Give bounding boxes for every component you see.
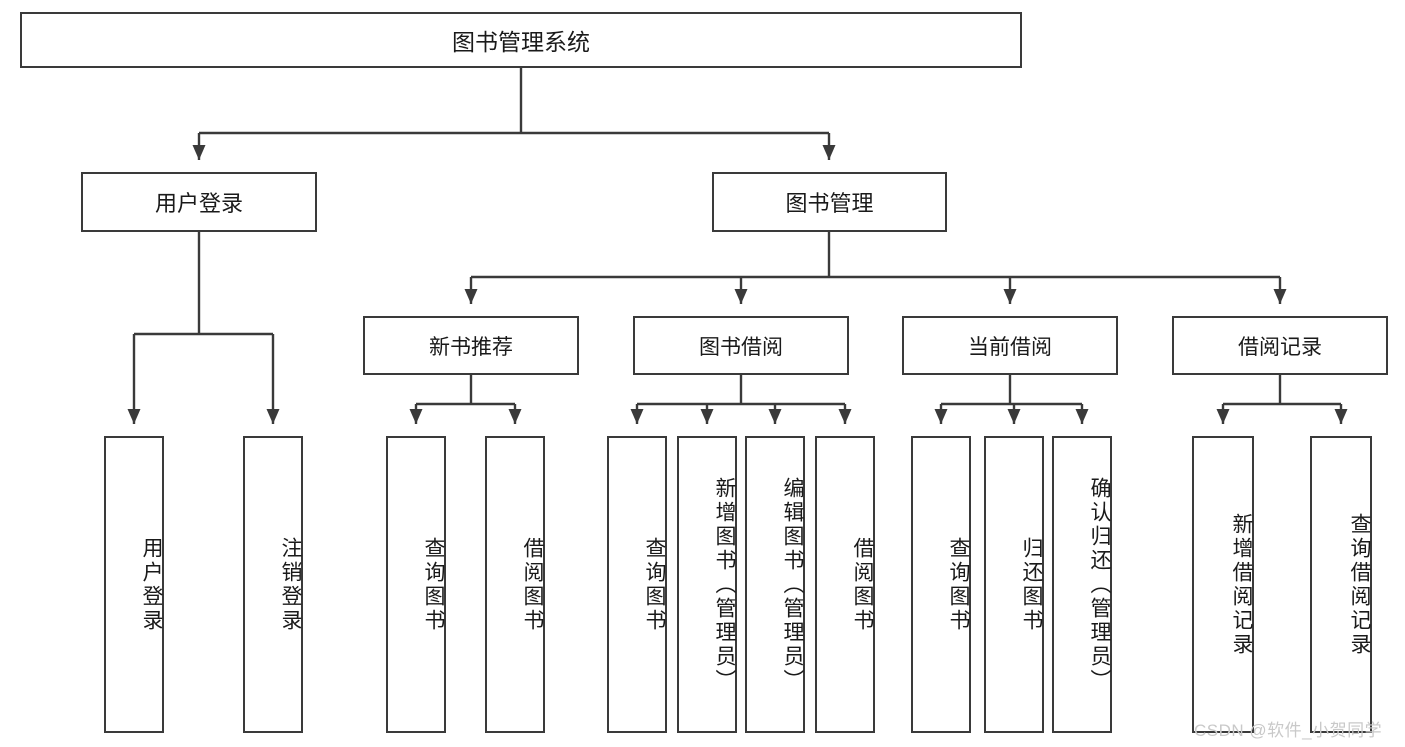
- arrowhead-records-to-leaf13: [1334, 409, 1348, 424]
- node-label: 注销登录: [279, 536, 302, 633]
- arrowhead-new-to-leaf4: [508, 409, 522, 424]
- node-label: 查询图书: [947, 536, 970, 633]
- node-label: 确认归还（管理员）: [1088, 476, 1111, 693]
- arrowhead-current-to-leaf9: [934, 409, 948, 424]
- node-records[interactable]: 借阅记录: [1172, 316, 1388, 375]
- node-label: 查询借阅记录: [1348, 512, 1371, 657]
- node-root[interactable]: 图书管理系统: [20, 12, 1022, 68]
- arrowhead-records-to-leaf12: [1216, 409, 1230, 424]
- node-label: 用户登录: [140, 536, 163, 633]
- arrowhead-user-to-leaf2: [266, 409, 280, 424]
- node-leaf-3[interactable]: 查询图书: [386, 436, 446, 733]
- node-label: 图书借阅: [699, 335, 783, 359]
- arrowhead-books-to-current: [1003, 289, 1017, 304]
- arrowhead-borrow-to-leaf8: [838, 409, 852, 424]
- node-label: 新书推荐: [429, 335, 513, 359]
- node-leaf-12[interactable]: 新增借阅记录: [1192, 436, 1254, 733]
- node-label: 用户登录: [154, 191, 243, 216]
- node-label: 新增图书（管理员）: [713, 476, 736, 693]
- node-leaf-2[interactable]: 注销登录: [243, 436, 303, 733]
- node-label: 借阅图书: [521, 536, 544, 633]
- node-leaf-5[interactable]: 查询图书: [607, 436, 667, 733]
- arrowhead-new-to-leaf3: [409, 409, 423, 424]
- node-user-login[interactable]: 用户登录: [81, 172, 317, 232]
- arrowhead-books-to-records: [1273, 289, 1287, 304]
- node-current[interactable]: 当前借阅: [902, 316, 1118, 375]
- node-book-mgmt[interactable]: 图书管理: [712, 172, 947, 232]
- node-leaf-7[interactable]: 编辑图书（管理员）: [745, 436, 805, 733]
- node-label: 图书管理系统: [452, 29, 590, 55]
- node-leaf-13[interactable]: 查询借阅记录: [1310, 436, 1372, 733]
- arrowhead-books-to-new: [464, 289, 478, 304]
- node-label: 新增借阅记录: [1230, 512, 1253, 657]
- node-leaf-9[interactable]: 查询图书: [911, 436, 971, 733]
- node-borrow[interactable]: 图书借阅: [633, 316, 849, 375]
- arrowhead-root-to-user: [192, 145, 206, 160]
- node-label: 查询图书: [643, 536, 666, 633]
- node-leaf-8[interactable]: 借阅图书: [815, 436, 875, 733]
- watermark-text: CSDN @软件_小贺同学: [1194, 721, 1383, 740]
- arrowhead-current-to-leaf10: [1007, 409, 1021, 424]
- node-new-rec[interactable]: 新书推荐: [363, 316, 579, 375]
- arrowhead-root-to-books: [822, 145, 836, 160]
- node-leaf-10[interactable]: 归还图书: [984, 436, 1044, 733]
- node-label: 图书管理: [785, 191, 874, 216]
- node-leaf-4[interactable]: 借阅图书: [485, 436, 545, 733]
- arrowhead-borrow-to-leaf6: [700, 409, 714, 424]
- node-leaf-6[interactable]: 新增图书（管理员）: [677, 436, 737, 733]
- node-label: 归还图书: [1020, 536, 1043, 633]
- arrowhead-borrow-to-leaf5: [630, 409, 644, 424]
- node-label: 当前借阅: [968, 335, 1052, 359]
- arrowhead-borrow-to-leaf7: [768, 409, 782, 424]
- arrowhead-current-to-leaf11: [1075, 409, 1089, 424]
- arrowhead-user-to-leaf1: [127, 409, 141, 424]
- node-label: 借阅图书: [851, 536, 874, 633]
- node-leaf-1[interactable]: 用户登录: [104, 436, 164, 733]
- node-label: 查询图书: [422, 536, 445, 633]
- node-label: 借阅记录: [1238, 335, 1322, 359]
- node-label: 编辑图书（管理员）: [781, 476, 804, 693]
- arrowhead-books-to-borrow: [734, 289, 748, 304]
- node-leaf-11[interactable]: 确认归还（管理员）: [1052, 436, 1112, 733]
